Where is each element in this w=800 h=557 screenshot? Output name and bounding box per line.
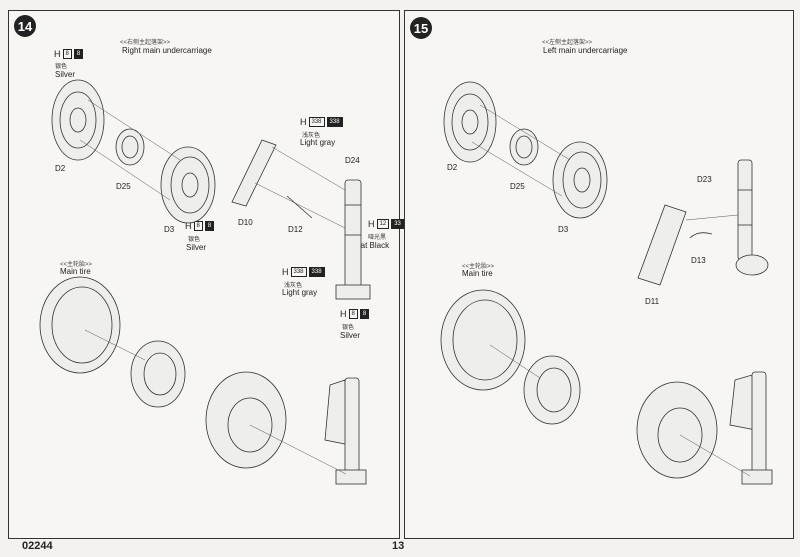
- hub-15-illustration: [523, 355, 581, 425]
- paint-code: 338: [308, 117, 325, 127]
- step-15-title-cn: <<左侧主起落架>>: [542, 40, 593, 46]
- step-15-title-en: Left main undercarriage: [543, 46, 628, 55]
- assembled-strut-14-illustration: [324, 377, 367, 485]
- paint-brand: H: [340, 309, 347, 319]
- paint-brand: H: [185, 221, 192, 231]
- wheel-half-d3-15-illustration: [552, 141, 608, 219]
- part-label-d3: D3: [164, 225, 175, 234]
- color-name-cn: 银色: [342, 325, 355, 331]
- strut-d24-illustration: [335, 179, 371, 300]
- hub-14-illustration: [130, 340, 186, 408]
- paint-code: 8: [193, 221, 203, 231]
- paint-brand: H: [282, 267, 289, 277]
- part-label-d11: D11: [645, 297, 660, 306]
- part-label-d10: D10: [238, 218, 253, 227]
- link-d13-illustration: [689, 232, 713, 239]
- color-callout-silver-3: H 8 8: [340, 309, 370, 319]
- part-label-d2-15: D2: [447, 163, 458, 172]
- main-tire-14-illustration: [39, 276, 121, 374]
- paint-code: 12: [376, 219, 390, 229]
- gear-door-d11-illustration: [637, 204, 687, 286]
- color-name-en: Light gray: [300, 138, 336, 147]
- paint-code-alt: 8: [359, 309, 370, 319]
- assembled-strut-15-illustration: [729, 371, 773, 485]
- paint-code-alt: 338: [326, 117, 343, 127]
- brake-d25-15-illustration: [509, 128, 539, 166]
- color-name-en: Silver: [55, 70, 76, 79]
- color-name-en: Silver: [186, 243, 207, 252]
- step-14-title-en: Right main undercarriage: [122, 46, 212, 55]
- color-callout-silver-1: H 8 8: [54, 49, 84, 59]
- main-tire-title-cn-15: <<主轮胎>>: [462, 264, 495, 270]
- color-name-en: Flat Black: [354, 241, 390, 250]
- wheel-half-d2-illustration: [51, 79, 105, 161]
- strut-d23-illustration: [735, 159, 769, 276]
- paint-code-alt: 338: [308, 267, 325, 277]
- part-label-d23: D23: [697, 175, 712, 184]
- step-14-title-cn: <<右侧主起落架>>: [120, 40, 171, 46]
- paint-brand: H: [368, 219, 375, 229]
- paint-code-alt: 33: [391, 219, 404, 229]
- page-number: 13: [392, 540, 405, 552]
- part-label-d3-15: D3: [558, 225, 569, 234]
- wheel-half-d3-illustration: [160, 146, 216, 224]
- color-callout-lightgray-1: H 338 338: [300, 117, 343, 127]
- color-name-cn: 浅灰色: [284, 283, 303, 289]
- kit-code: 02244: [22, 540, 53, 552]
- paint-code-alt: 8: [73, 49, 84, 59]
- color-name-cn: 浅灰色: [302, 133, 321, 139]
- gear-door-d10-illustration: [231, 139, 277, 207]
- main-tire-title-cn-14: <<主轮胎>>: [60, 262, 93, 268]
- paint-code: 338: [290, 267, 307, 277]
- main-tire-title-en-15: Main tire: [462, 269, 493, 278]
- assembled-wheel-14-illustration: [205, 371, 287, 469]
- main-tire-15-illustration: [440, 289, 526, 391]
- paint-code-alt: 8: [204, 221, 215, 231]
- paint-code: 8: [62, 49, 72, 59]
- color-name-cn: 哑光黑: [368, 235, 387, 241]
- paint-brand: H: [54, 49, 61, 59]
- color-callout-flatblack: H 12 33: [368, 219, 404, 229]
- step-14-badge: 14: [14, 15, 36, 37]
- part-label-d2: D2: [55, 164, 66, 173]
- step-15-badge: 15: [410, 17, 432, 39]
- color-name-cn: 银色: [55, 64, 68, 70]
- color-name-en: Silver: [340, 331, 361, 340]
- main-tire-title-en-14: Main tire: [60, 267, 91, 276]
- part-label-d25-15: D25: [510, 182, 525, 191]
- color-callout-lightgray-2: H 338 338: [282, 267, 325, 277]
- color-callout-silver-2: H 8 8: [185, 221, 215, 231]
- wheel-half-d2-15-illustration: [443, 81, 497, 163]
- part-label-d12: D12: [288, 225, 303, 234]
- color-name-en: Light gray: [282, 288, 318, 297]
- paint-code: 8: [348, 309, 358, 319]
- part-label-d25: D25: [116, 182, 131, 191]
- color-name-cn: 银色: [188, 237, 201, 243]
- assembled-wheel-15-illustration: [636, 381, 718, 479]
- brake-d25-illustration: [115, 128, 145, 166]
- paint-brand: H: [300, 117, 307, 127]
- part-label-d13: D13: [691, 256, 706, 265]
- part-label-d24: D24: [345, 156, 360, 165]
